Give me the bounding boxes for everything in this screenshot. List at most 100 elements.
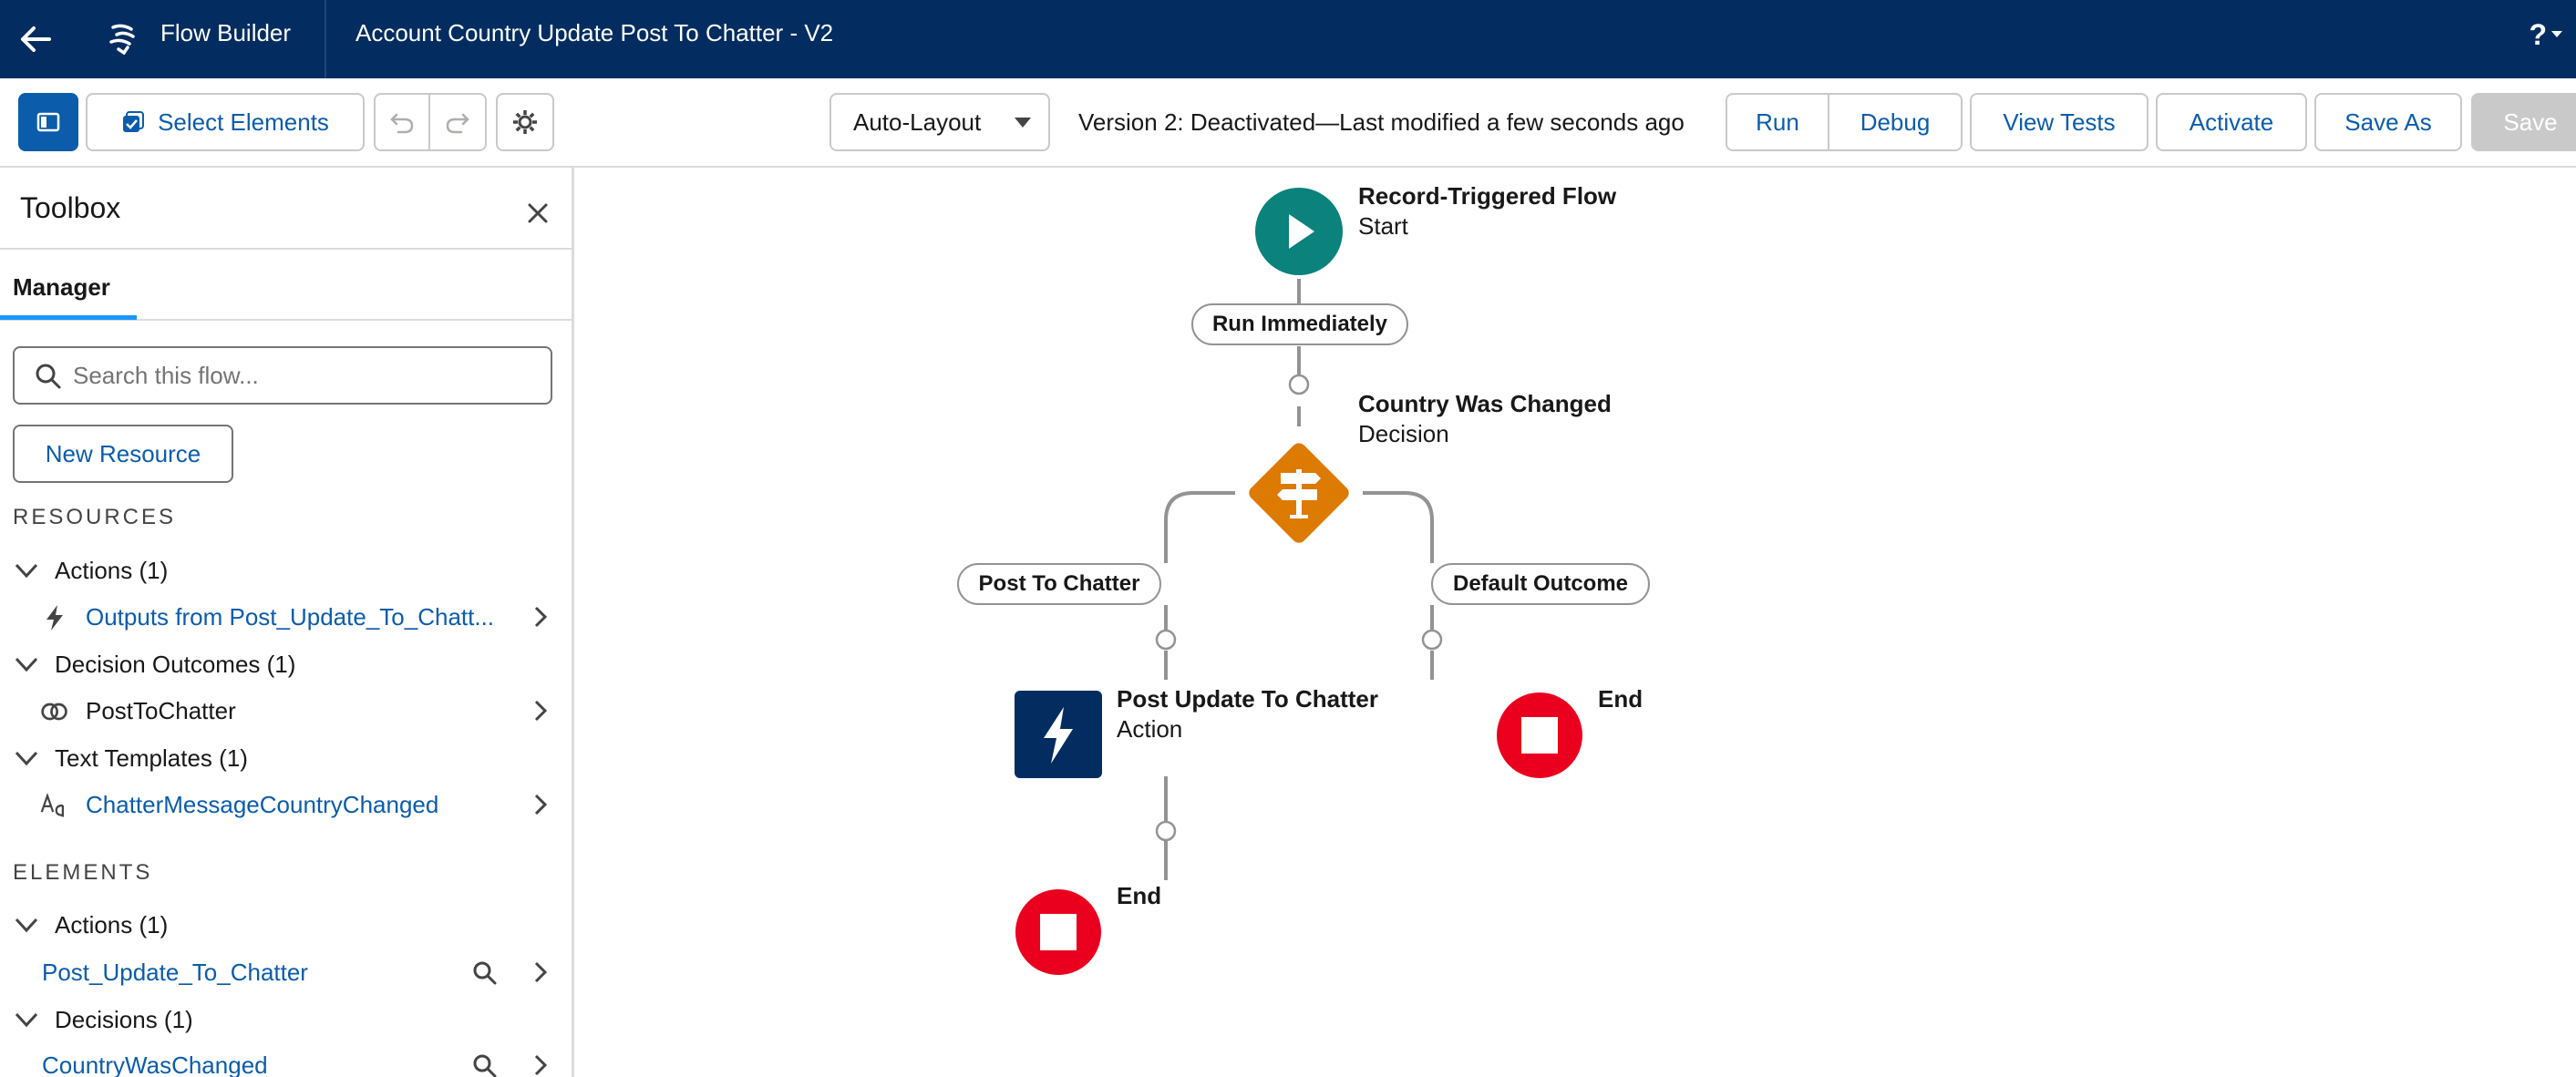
chevron-right-icon [534, 794, 548, 815]
close-icon[interactable] [521, 197, 554, 230]
search-icon [36, 364, 61, 389]
dropdown-caret-icon [1015, 118, 1031, 128]
active-tab-indicator [0, 315, 137, 320]
toggle-toolbox-button[interactable] [18, 93, 78, 151]
action-node-title: Post Update To Chatter [1117, 685, 1378, 713]
undo-button[interactable] [374, 93, 430, 151]
select-elements-button[interactable]: Select Elements [86, 93, 365, 151]
list-item[interactable]: CountryWasChanged [0, 1046, 572, 1077]
end-node-post-to-chatter[interactable] [1015, 888, 1102, 976]
resources-heading: RESOURCES [13, 505, 177, 529]
connector-lines [1155, 279, 1443, 880]
resource-item-label: Outputs from Post_Update_To_Chatt... [86, 603, 495, 631]
decision-node-subtitle: Decision [1358, 420, 1449, 447]
new-resource-button[interactable]: New Resource [13, 425, 233, 483]
elements-heading: ELEMENTS [13, 860, 153, 885]
stop-icon [1521, 717, 1558, 754]
toolbox-title: Toolbox [20, 191, 121, 224]
outcome-default[interactable]: Default Outcome [1431, 563, 1650, 605]
action-node[interactable] [1015, 691, 1102, 778]
debug-button[interactable]: Debug [1828, 93, 1963, 151]
resource-group-text-templates[interactable]: Text Templates (1) [13, 739, 248, 777]
group-label: Text Templates (1) [55, 744, 248, 772]
list-item[interactable]: Post_Update_To_Chatter [0, 953, 572, 991]
connector-node[interactable] [1155, 820, 1177, 842]
view-tests-button[interactable]: View Tests [1970, 93, 2148, 151]
layout-select[interactable]: Auto-Layout [829, 93, 1050, 151]
header-divider [325, 0, 326, 78]
start-node[interactable] [1254, 187, 1344, 276]
group-label: Decision Outcomes (1) [55, 650, 296, 678]
help-icon: ? [2529, 17, 2547, 51]
resource-group-decision-outcomes[interactable]: Decision Outcomes (1) [13, 645, 295, 683]
stop-icon [1040, 914, 1077, 950]
search-placeholder: Search this flow... [73, 362, 259, 389]
connector-node[interactable] [1421, 629, 1443, 651]
list-item[interactable]: Outputs from Post_Update_To_Chatt... [0, 598, 572, 636]
resource-item-label: PostToChatter [86, 697, 236, 724]
lightning-icon [40, 603, 69, 632]
chevron-right-icon [534, 700, 548, 722]
connector-node[interactable] [1155, 629, 1177, 651]
back-arrow-icon[interactable] [13, 16, 58, 62]
end-node-title: End [1598, 685, 1643, 713]
app-header: Flow Builder Account Country Update Post… [0, 0, 2576, 78]
decision-node[interactable] [1235, 429, 1363, 557]
save-button[interactable]: Save [2471, 93, 2576, 151]
title-divider [0, 248, 572, 250]
lightning-icon [1044, 707, 1073, 764]
element-group-actions[interactable]: Actions (1) [13, 906, 168, 944]
layout-select-value: Auto-Layout [853, 108, 982, 136]
app-name: Flow Builder [160, 19, 292, 46]
signpost-icon [1277, 469, 1321, 518]
action-node-subtitle: Action [1117, 715, 1183, 743]
text-template-icon [40, 791, 69, 820]
chevron-down-icon [15, 657, 38, 672]
start-node-label: Record-Triggered Flow Start [1358, 181, 1616, 241]
end-node-default[interactable] [1496, 692, 1583, 779]
element-group-decisions[interactable]: Decisions (1) [13, 1000, 193, 1039]
tab-divider [0, 319, 572, 321]
version-status: Version 2: Deactivated—Last modified a f… [1078, 108, 1685, 136]
undo-icon [390, 113, 414, 134]
flow-settings-button[interactable] [496, 93, 554, 151]
decision-node-title: Country Was Changed [1358, 390, 1612, 417]
toolbox-panel: Toolbox Manager Search this flow... New … [0, 168, 574, 1077]
chevron-down-icon [15, 563, 38, 579]
search-icon[interactable] [472, 1053, 498, 1077]
outcome-post-to-chatter[interactable]: Post To Chatter [957, 563, 1161, 605]
redo-icon [446, 113, 469, 134]
activate-button[interactable]: Activate [2156, 93, 2307, 151]
flow-title: Account Country Update Post To Chatter -… [355, 19, 834, 46]
start-node-title: Record-Triggered Flow [1358, 182, 1617, 210]
resource-group-actions[interactable]: Actions (1) [13, 551, 168, 590]
run-button[interactable]: Run [1726, 93, 1829, 151]
group-label: Decisions (1) [55, 1005, 193, 1033]
run-immediately-path[interactable]: Run Immediately [1191, 303, 1408, 345]
help-menu[interactable]: ? [2509, 16, 2563, 53]
search-icon[interactable] [472, 960, 498, 986]
toolbar: Select Elements Auto-Layout Version 2: D… [0, 78, 2576, 168]
group-label: Actions (1) [55, 910, 169, 939]
outcome-icon [40, 697, 69, 726]
element-item-label: CountryWasChanged [42, 1051, 268, 1077]
chevron-right-icon [534, 1054, 548, 1076]
end-node-title: End [1117, 882, 1162, 909]
tab-manager[interactable]: Manager [13, 273, 110, 301]
connector-node[interactable] [1288, 374, 1310, 395]
select-checkbox-icon [123, 111, 145, 132]
save-as-button[interactable]: Save As [2314, 93, 2462, 151]
chevron-down-icon [15, 918, 38, 933]
search-input[interactable]: Search this flow... [13, 346, 552, 405]
gear-icon [513, 110, 537, 134]
end-node-label: End [1117, 881, 1161, 911]
select-elements-label: Select Elements [158, 108, 329, 136]
list-item[interactable]: ChatterMessageCountryChanged [0, 785, 572, 824]
redo-button[interactable] [428, 93, 487, 151]
end-node-label: End [1598, 684, 1643, 714]
list-item[interactable]: PostToChatter [0, 692, 572, 730]
element-item-label: Post_Update_To_Chatter [42, 959, 308, 986]
play-icon [1289, 214, 1314, 249]
flow-canvas[interactable]: Record-Triggered Flow Start Run Immediat… [577, 169, 2576, 1077]
sidebar-panel-icon [36, 112, 60, 132]
